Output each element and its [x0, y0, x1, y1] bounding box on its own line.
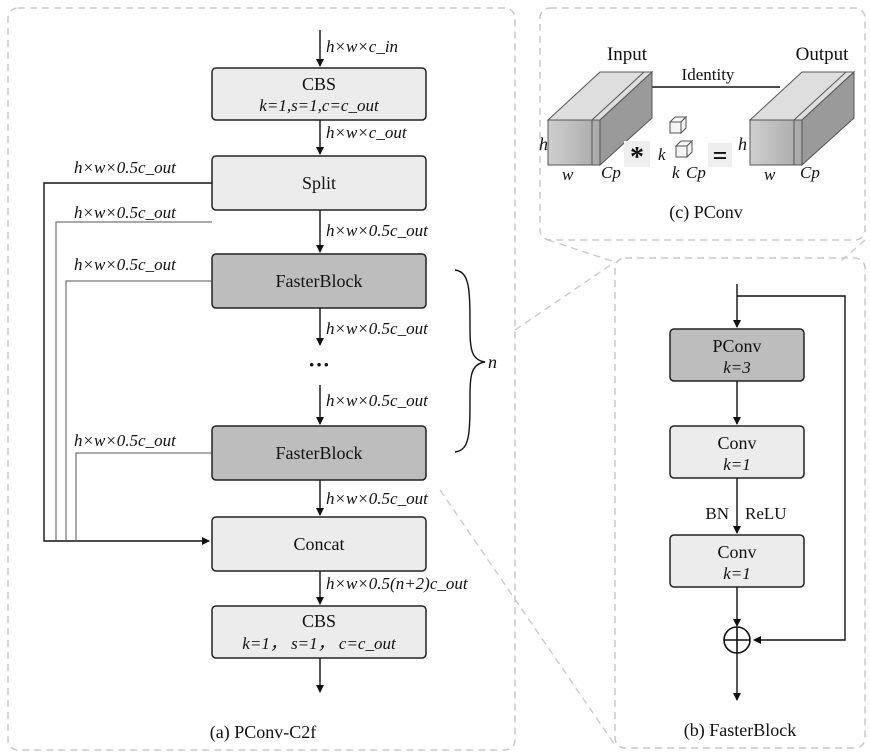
zoom-guide-line: [547, 239, 616, 263]
split-label: Split: [302, 173, 336, 193]
fb-relu-label: ReLU: [745, 504, 787, 523]
zoom-guide-line: [514, 261, 616, 331]
panel-c-border: [539, 7, 866, 241]
cbs-bottom-title: CBS: [302, 611, 336, 631]
ellipsis: ···: [308, 352, 330, 377]
label-after-fb1: h×w×0.5c_out: [326, 319, 429, 338]
equals-bg: [708, 143, 732, 167]
label-branch3: h×w×0.5c_out: [74, 255, 177, 274]
input-cp-label: Cp: [601, 163, 621, 182]
output-tensor-cube: [748, 70, 856, 167]
label-after-concat: h×w×0.5(n+2)c_out: [326, 574, 469, 593]
fb-pconv-params: k=3: [723, 358, 751, 377]
conv-op-bg: [624, 141, 650, 167]
input-w-label: w: [562, 165, 574, 184]
add-icon: [723, 626, 751, 654]
fb-bn-label: BN: [705, 504, 729, 523]
repeat-brace: [454, 269, 486, 453]
zoom-guide-line: [439, 489, 616, 746]
concat-block: [211, 516, 427, 572]
label-branch4: h×w×0.5c_out: [74, 431, 177, 450]
fasterblock-1-label: FasterBlock: [276, 271, 363, 291]
skip-line-fasterblock2: [75, 452, 212, 541]
panel-b-border: [614, 257, 866, 749]
label-split-down: h×w×0.5c_out: [326, 221, 429, 240]
fb-conv2-title: Conv: [717, 542, 756, 562]
brace-n-label: n: [488, 352, 497, 372]
caption-b: (b) FasterBlock: [684, 720, 796, 741]
kernel-cp-label: Cp: [686, 163, 706, 182]
label-after-fb2: h×w×0.5c_out: [326, 489, 429, 508]
skip-line-split: [43, 182, 212, 545]
skip-line-fasterblock1: [65, 280, 212, 541]
concat-label: Concat: [294, 534, 345, 554]
skip-line-branch2: [55, 221, 212, 541]
cbs-top-params: k=1,s=1,c=c_out: [259, 96, 380, 115]
label-input: h×w×c_in: [326, 37, 398, 56]
fb-conv1-title: Conv: [717, 433, 756, 453]
fb-conv2-params: k=1: [723, 564, 751, 583]
fb-residual-line: [737, 295, 846, 644]
cbs-top-title: CBS: [302, 74, 336, 94]
caption-c: (c) PConv: [669, 202, 743, 223]
kernel-k-label-left: k: [658, 145, 666, 164]
kernel-k-label-bottom: k: [672, 163, 680, 182]
panel-a-border: [7, 7, 516, 751]
equals-sign: =: [713, 141, 728, 170]
output-cp-label: Cp: [800, 163, 820, 182]
identity-label: Identity: [682, 65, 735, 84]
label-branch2: h×w×0.5c_out: [74, 203, 177, 222]
fb-pconv-title: PConv: [712, 336, 761, 356]
fb-conv1-params: k=1: [723, 455, 751, 474]
cbs-bottom-params: k=1， s=1， c=c_out: [242, 634, 397, 653]
label-after-cbs1: h×w×c_out: [326, 123, 408, 142]
caption-a: (a) PConv-C2f: [210, 722, 317, 743]
label-after-dots: h×w×0.5c_out: [326, 391, 429, 410]
zoom-guide-line: [839, 239, 866, 263]
fasterblock-2-label: FasterBlock: [276, 443, 363, 463]
cbs-block-top: [211, 67, 427, 121]
output-w-label: w: [764, 165, 776, 184]
input-tensor-cube: [546, 70, 654, 167]
input-h-label: h: [539, 134, 548, 154]
output-h-label: h: [738, 134, 747, 154]
pconv-input-label: Input: [607, 44, 648, 65]
label-split-left: h×w×0.5c_out: [74, 158, 177, 177]
conv-operator: *: [630, 142, 644, 173]
kernel-cubes: [668, 115, 694, 159]
pconv-output-label: Output: [796, 44, 850, 65]
cbs-block-bottom: [211, 605, 427, 659]
